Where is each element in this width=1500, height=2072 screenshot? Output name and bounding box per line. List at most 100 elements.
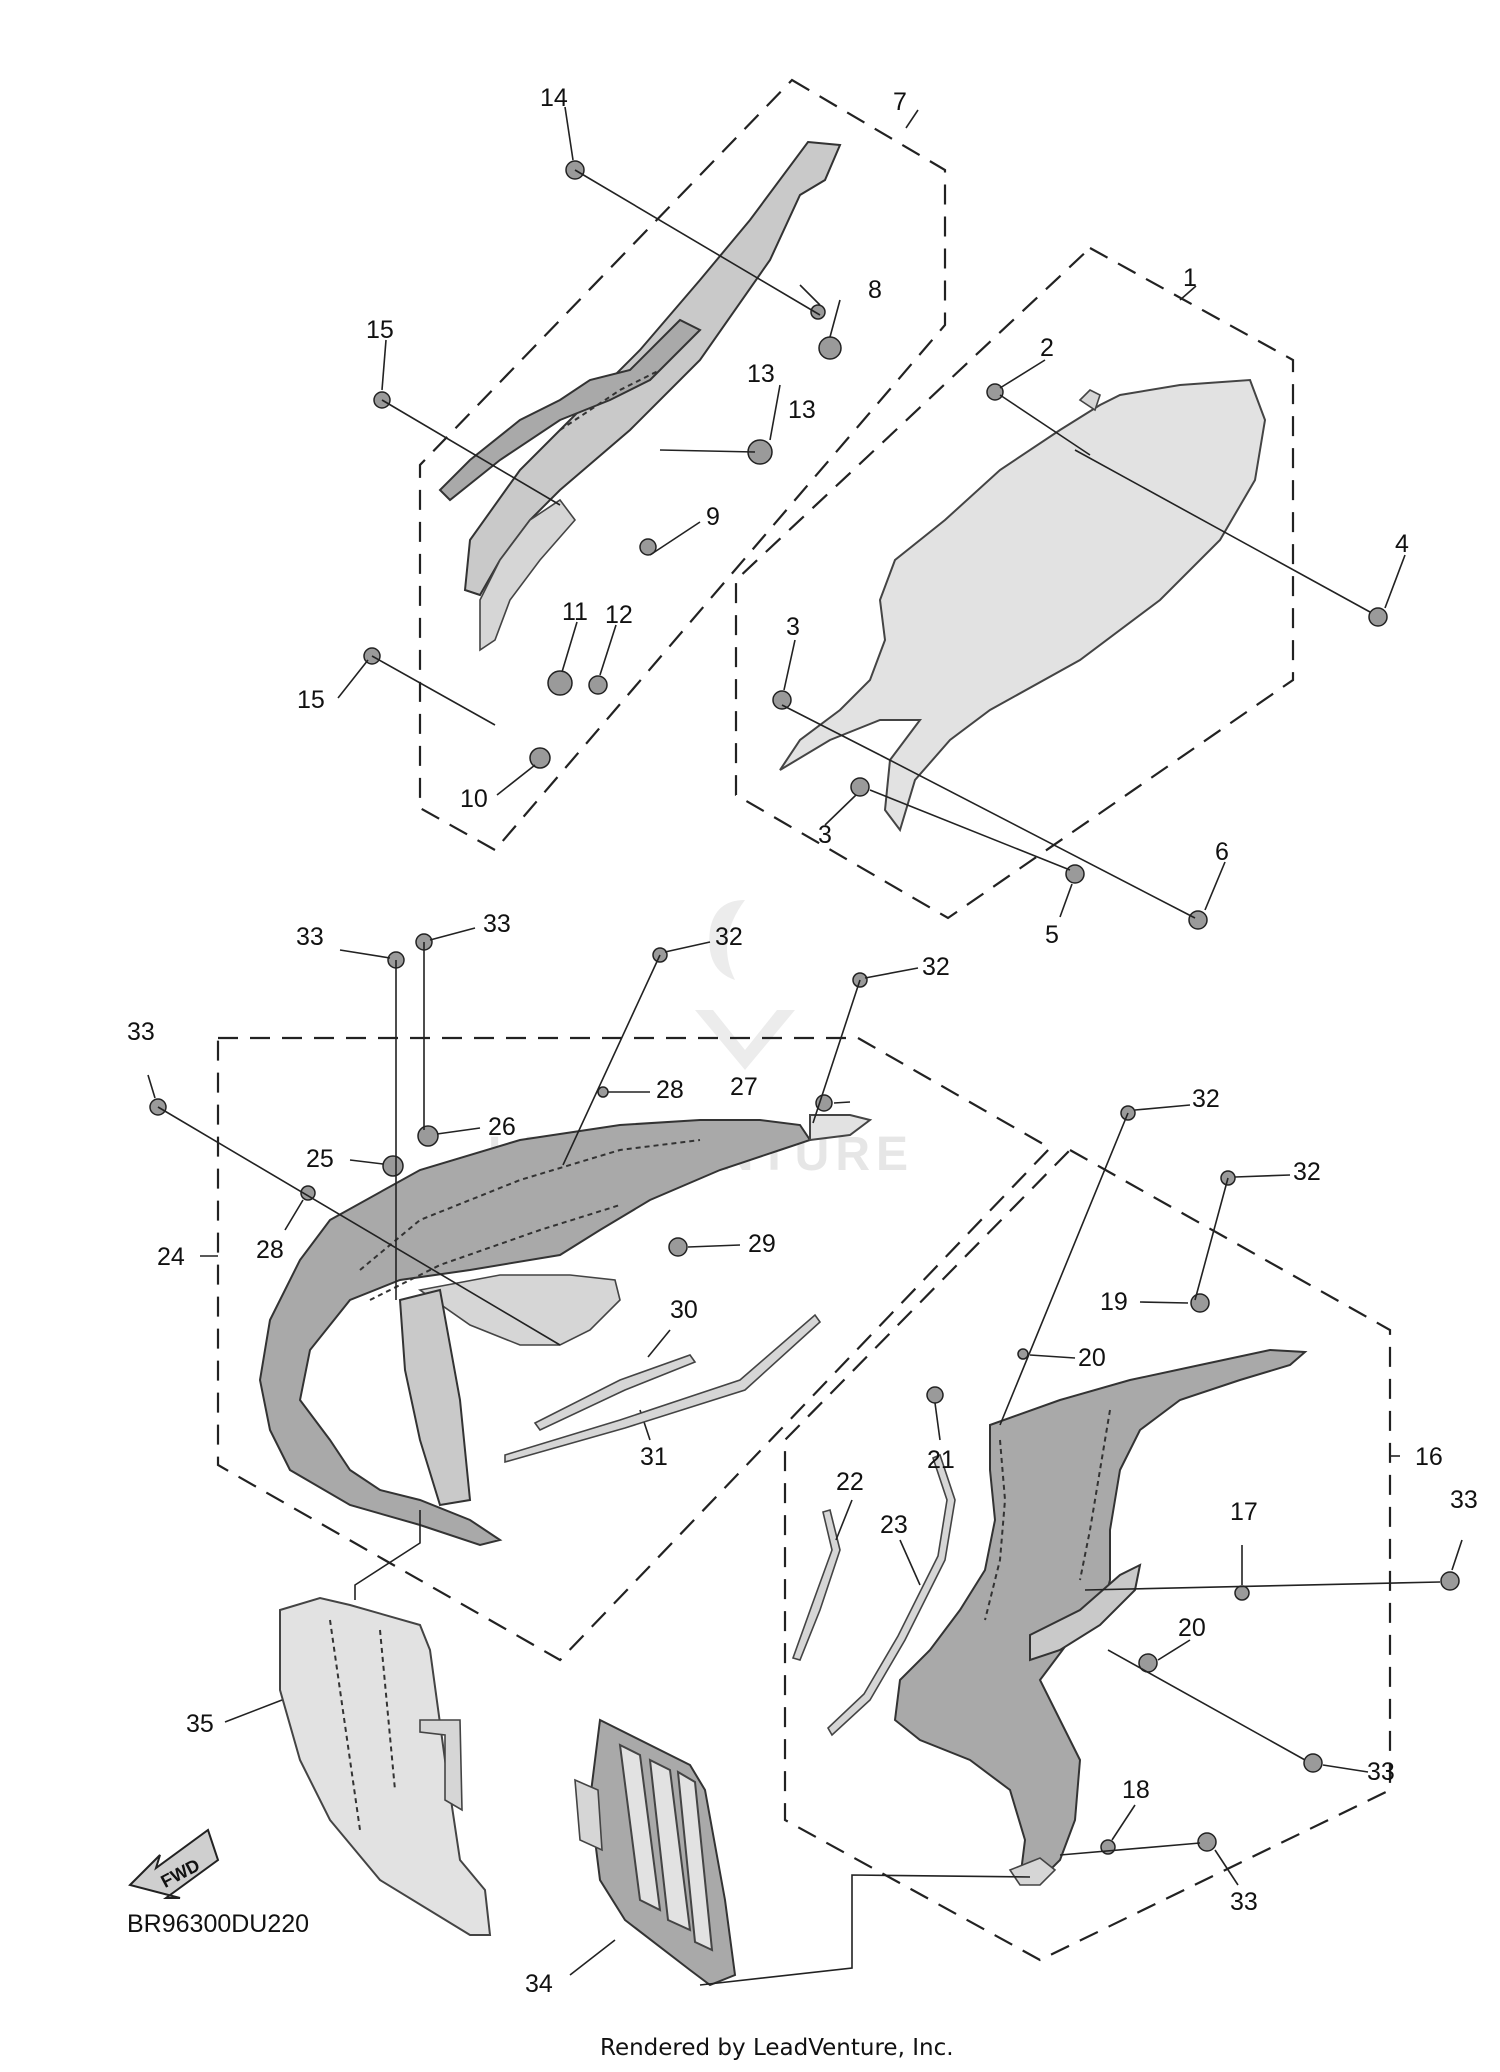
part-34-grille: [574, 1718, 737, 1987]
trim-strip-23: [826, 1453, 956, 1737]
callout-5: 5: [1045, 921, 1059, 949]
fwd-arrow-icon: FWD: [128, 1828, 220, 1899]
callout-4: 4: [1395, 530, 1409, 558]
clip-17: [1234, 1585, 1250, 1601]
callout-25: 25: [306, 1145, 334, 1173]
callout-20: 20: [1178, 1614, 1206, 1642]
trim-strips-22-23: [791, 1453, 956, 1737]
footer-credit: Rendered by LeadVenture, Inc.: [600, 2035, 954, 2061]
callout-labels: 1 2 3 3 4 5 6 7 8 9 10 11 12 13 13 14 15…: [127, 84, 1478, 1998]
group-1-dashed-outline: [734, 246, 1295, 920]
bush-8: [810, 304, 826, 320]
grommet-26: [417, 1125, 439, 1147]
collar-10: [529, 747, 551, 769]
callout-10: 10: [460, 785, 488, 813]
callout-15: 15: [366, 316, 394, 344]
callout-8: 8: [868, 276, 882, 304]
part-7-inner-panel: [438, 140, 842, 652]
nut-28-upper: [597, 1086, 609, 1098]
nut-28-lower: [300, 1185, 316, 1201]
group-7-dashed-outline: [418, 78, 947, 852]
trim-strips-30-31: [504, 1313, 822, 1464]
callout-16: 16: [1415, 1443, 1443, 1471]
bolt-33-lower-right: [1303, 1753, 1323, 1773]
callout-27: 27: [730, 1073, 758, 1101]
callout-20: 20: [1078, 1344, 1106, 1372]
callout-26: 26: [488, 1113, 516, 1141]
callout-33: 33: [483, 910, 511, 938]
nut-29: [668, 1237, 688, 1257]
callout-33: 33: [1367, 1758, 1395, 1786]
nut-20-upper: [1017, 1348, 1029, 1360]
callout-2: 2: [1040, 334, 1054, 362]
callout-13: 13: [747, 360, 775, 388]
callout-33: 33: [1450, 1486, 1478, 1514]
callout-30: 30: [670, 1296, 698, 1324]
callout-32: 32: [1293, 1158, 1321, 1186]
callout-13: 13: [788, 396, 816, 424]
callout-22: 22: [836, 1468, 864, 1496]
grommet-11: [547, 670, 573, 696]
fastener-12: [588, 675, 608, 695]
bolt-33-right: [1440, 1571, 1460, 1591]
group-24-leader-lines: [147, 927, 919, 1441]
screw-5: [1065, 864, 1085, 884]
callout-34: 34: [525, 1970, 553, 1998]
callout-6: 6: [1215, 838, 1229, 866]
group-7-leader-lines: [337, 106, 919, 796]
trim-strip-31: [504, 1313, 822, 1464]
nut-9: [639, 538, 657, 556]
lower-connector-lines: [224, 1510, 1031, 1986]
watermark-flame-icon: [709, 900, 745, 980]
callout-3: 3: [786, 613, 800, 641]
callout-32: 32: [1192, 1085, 1220, 1113]
callout-28: 28: [256, 1236, 284, 1264]
group-24-dashed-outline: [216, 1036, 1052, 1662]
nut-21: [926, 1386, 944, 1404]
callout-14: 14: [540, 84, 568, 112]
part-35-mesh-panel: [279, 1596, 492, 1936]
group-16-hardware: [926, 1105, 1460, 1855]
group-1-hardware: [772, 383, 1388, 930]
callout-1: 1: [1183, 264, 1197, 292]
callout-7: 7: [893, 88, 907, 116]
part-24-side-panel: [258, 1114, 873, 1547]
callout-23: 23: [880, 1511, 908, 1539]
callout-12: 12: [605, 601, 633, 629]
washer-27: [815, 1094, 833, 1112]
trim-strip-22: [791, 1509, 841, 1661]
watermark-v-icon: [695, 1010, 795, 1070]
group-16-dashed-outline: [783, 1148, 1392, 1962]
bolt-33-bottom: [1197, 1832, 1217, 1852]
diagram-code: BR96300DU220: [127, 1910, 309, 1938]
callout-32: 32: [922, 953, 950, 981]
group-16-leader-lines: [934, 1104, 1463, 1886]
callout-29: 29: [748, 1230, 776, 1258]
callout-28: 28: [656, 1076, 684, 1104]
part-1-side-cover: [779, 378, 1267, 833]
group-1-leader-lines: [781, 285, 1406, 919]
grommet-13-upper: [818, 336, 842, 360]
part-16-side-panel: [893, 1348, 1308, 1886]
callout-17: 17: [1230, 1498, 1258, 1526]
callout-33: 33: [127, 1018, 155, 1046]
callout-3: 3: [818, 821, 832, 849]
callout-24: 24: [157, 1243, 185, 1271]
trim-strip-30: [533, 1354, 697, 1432]
collar-25: [382, 1155, 404, 1177]
callout-9: 9: [706, 503, 720, 531]
callout-21: 21: [927, 1446, 955, 1474]
callout-32: 32: [715, 923, 743, 951]
grommet-3-upper: [772, 690, 792, 710]
callout-35: 35: [186, 1710, 214, 1738]
callout-15: 15: [297, 686, 325, 714]
washer-19: [1190, 1293, 1210, 1313]
callout-18: 18: [1122, 1776, 1150, 1804]
bolt-2: [986, 383, 1004, 401]
callout-33: 33: [296, 923, 324, 951]
callout-11: 11: [562, 598, 588, 626]
bolt-4: [1368, 607, 1388, 627]
callout-19: 19: [1100, 1288, 1128, 1316]
grommet-3-lower: [850, 777, 870, 797]
